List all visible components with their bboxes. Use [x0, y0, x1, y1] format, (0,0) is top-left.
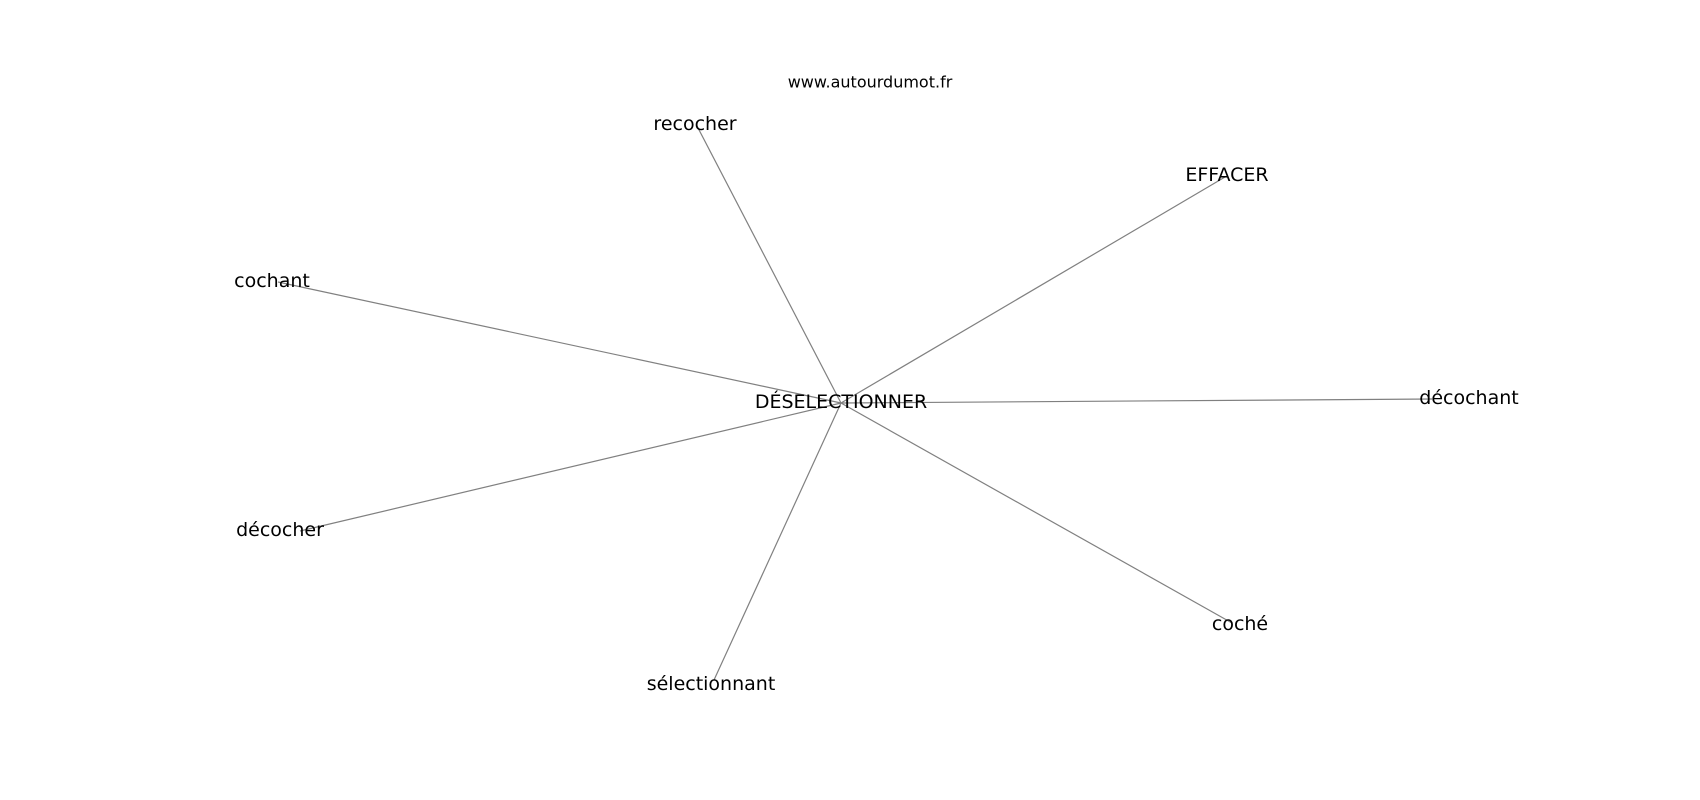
node-label-decocher[interactable]: décocher	[236, 519, 324, 541]
edge-effacer	[840, 176, 1226, 404]
edge-decochant	[840, 398, 1433, 404]
edge-selectionnant	[713, 402, 842, 681]
edge-recocher	[696, 125, 842, 404]
edge-decocher	[299, 402, 842, 532]
watermark-text: www.autourdumot.fr	[788, 73, 953, 92]
edge-cochant	[277, 281, 842, 404]
node-label-coche[interactable]: coché	[1212, 613, 1268, 635]
node-label-effacer[interactable]: EFFACER	[1185, 164, 1268, 186]
edge-coche	[840, 402, 1233, 624]
node-label-recocher[interactable]: recocher	[653, 113, 736, 135]
graph-edges	[277, 125, 1433, 681]
center-node-label: DÉSELECTIONNER	[755, 390, 927, 413]
node-label-selectionnant[interactable]: sélectionnant	[647, 673, 776, 695]
node-label-decochant[interactable]: décochant	[1419, 387, 1518, 409]
node-label-cochant[interactable]: cochant	[234, 270, 310, 292]
